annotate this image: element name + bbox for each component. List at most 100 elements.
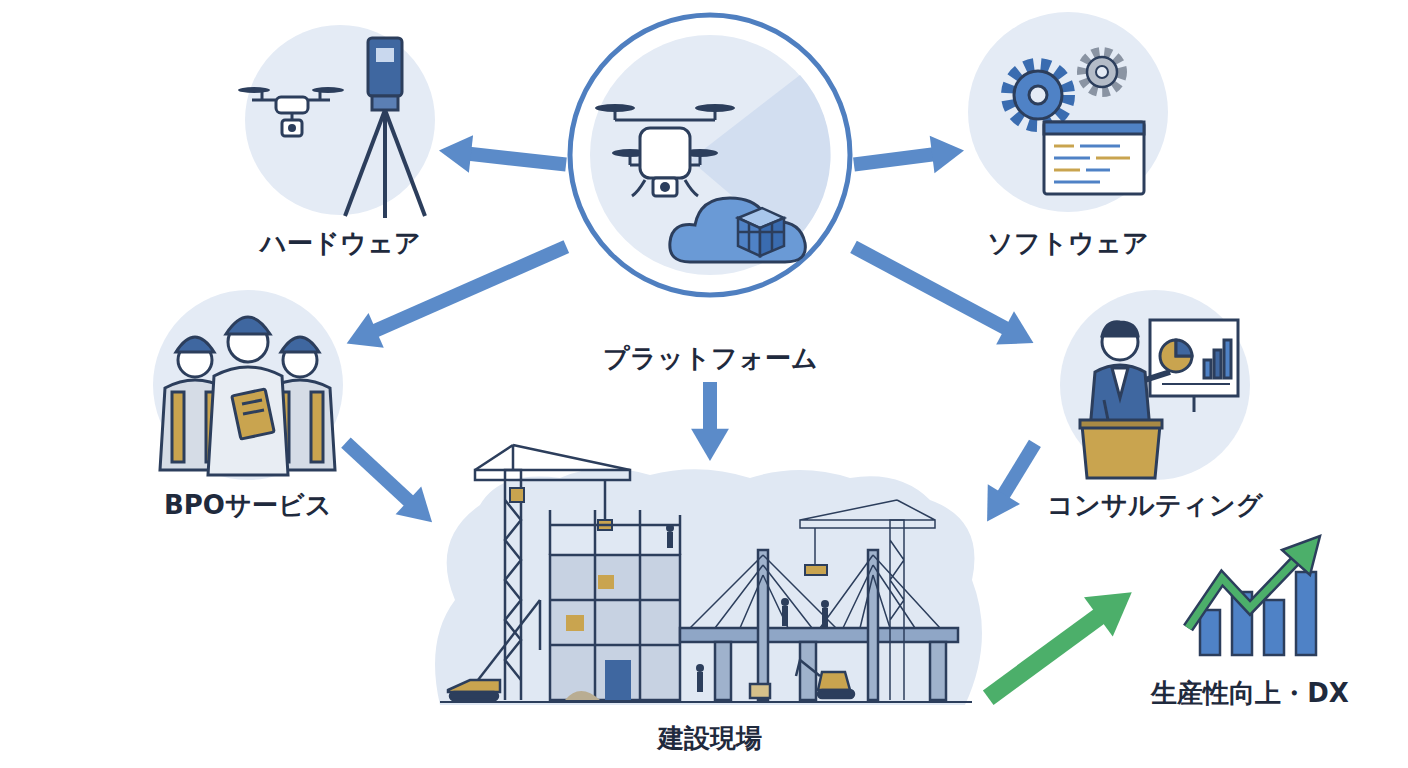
flow-arrow: [988, 592, 1132, 697]
workers-icon-part-part: [208, 367, 288, 475]
flow-arrow: [347, 247, 567, 348]
platform-node: プラットフォーム: [570, 15, 850, 378]
arrow-head: [396, 487, 432, 523]
construction-site-part-part: [696, 664, 704, 672]
site-node: 建設現場: [435, 465, 985, 758]
software-icon-part: [1087, 57, 1117, 87]
consulting-node: コンサルティング: [1037, 290, 1273, 525]
construction-site-part-part: [475, 445, 630, 470]
construction-site-part-part: [475, 470, 630, 480]
flow-arrow: [439, 135, 566, 173]
consultant-icon-part-part: [1162, 383, 1230, 385]
construction-site-part: [605, 660, 631, 700]
growth-chart: [1188, 536, 1320, 655]
arrow-head: [996, 311, 1033, 344]
growth-chart-part-part: [1296, 572, 1316, 655]
construction-site-part: [550, 555, 680, 700]
arrow-shaft: [854, 154, 934, 164]
platform-icon-part: [670, 198, 806, 262]
construction-site-part-part: [690, 555, 836, 628]
construction-site-part-part: [715, 642, 731, 700]
construction-site-part-part: [667, 532, 673, 548]
software-icon-part: [1054, 146, 1130, 182]
construction-site-part-part: [666, 524, 674, 532]
software-icon-part: [1044, 122, 1144, 134]
hardware-icon-part-part: [319, 92, 322, 100]
software-icon-part-part: [1086, 169, 1110, 172]
growth-chart-part: [1188, 560, 1296, 628]
consultant-icon: [1060, 290, 1250, 480]
software-icon-part: [1044, 122, 1144, 194]
software-icon-part: [968, 12, 1168, 212]
consultant-icon-part-part: [1080, 420, 1162, 428]
platform-icon-part: [695, 104, 735, 112]
software-node: ソフトウェア: [968, 12, 1168, 263]
software-icon-part-part: [1054, 145, 1074, 148]
platform-icon-part-part: [738, 218, 760, 256]
hardware-icon-part: [291, 113, 294, 120]
construction-site-part-part: [450, 692, 498, 700]
construction-site-part-part: [822, 608, 828, 628]
hardware-icon: [238, 25, 435, 218]
flow-arrow: [854, 136, 964, 173]
consultant-icon-part-part: [1145, 372, 1170, 380]
construction-site-part: [565, 691, 600, 700]
arrow-head: [1084, 592, 1132, 636]
hardware-icon-part: [276, 97, 308, 113]
flow-arrow: [691, 382, 729, 461]
construction-site-part-part: [796, 660, 820, 676]
construction-site-part: [750, 660, 854, 698]
hardware-icon-part: [245, 25, 435, 215]
platform-icon-part: [590, 35, 830, 275]
construction-site: [435, 445, 982, 705]
growth-chart-part: [1282, 536, 1320, 575]
software-icon-part-part: [1096, 157, 1130, 160]
construction-site-part-part: [697, 672, 703, 692]
construction-site-part-part: [820, 555, 940, 628]
consultant-icon-part: [1080, 320, 1238, 478]
construction-site-part-part: [505, 470, 521, 700]
arrow-shaft: [988, 616, 1100, 698]
node-label: 建設現場: [654, 722, 766, 754]
software-icon-part: [1082, 52, 1122, 92]
hardware-icon-part-part: [385, 110, 425, 216]
construction-site-part: [666, 524, 829, 692]
construction-site-part: [805, 565, 827, 575]
arrow-head: [930, 136, 964, 173]
platform-icon-part: [570, 15, 850, 295]
software-icon-part: [1029, 86, 1047, 104]
platform-icon-part-part: [760, 218, 784, 256]
platform-icon-part-part: [748, 223, 751, 251]
node-label: コンサルティング: [1043, 489, 1267, 521]
workers-icon: [153, 290, 343, 480]
hardware-icon-part: [288, 124, 296, 132]
bpo-node: BPOサービス: [153, 290, 343, 525]
construction-site-part-part: [550, 510, 680, 555]
arrow-head: [439, 135, 473, 173]
workers-icon-part-part: [311, 392, 323, 462]
construction-site-part: [510, 488, 524, 502]
construction-site-part: [448, 600, 540, 700]
node-label: ハードウェア: [256, 227, 425, 259]
arrow-shaft: [374, 247, 566, 332]
software-icon-part: [1008, 65, 1068, 125]
construction-site-part-part: [604, 480, 607, 520]
workers-icon-part-part: [242, 400, 262, 404]
platform-icon-part: [653, 178, 677, 196]
growth-chart-part: [1188, 560, 1296, 628]
software-icon-part-part: [1080, 145, 1120, 148]
software-icon-part-part: [1054, 169, 1080, 172]
software-icon: [968, 12, 1168, 212]
construction-site-part: [690, 500, 940, 700]
arrow-shaft: [1003, 443, 1035, 495]
flow-arrow: [987, 443, 1035, 521]
hardware-icon-part: [376, 48, 394, 62]
software-icon-part-part: [1054, 157, 1090, 160]
construction-site-part: [440, 701, 972, 703]
workers-icon-part: [153, 290, 343, 480]
workers-icon-part-part: [281, 337, 319, 352]
dx-node: 生産性向上・DX: [1135, 530, 1365, 713]
platform-icon-part: [738, 208, 784, 256]
